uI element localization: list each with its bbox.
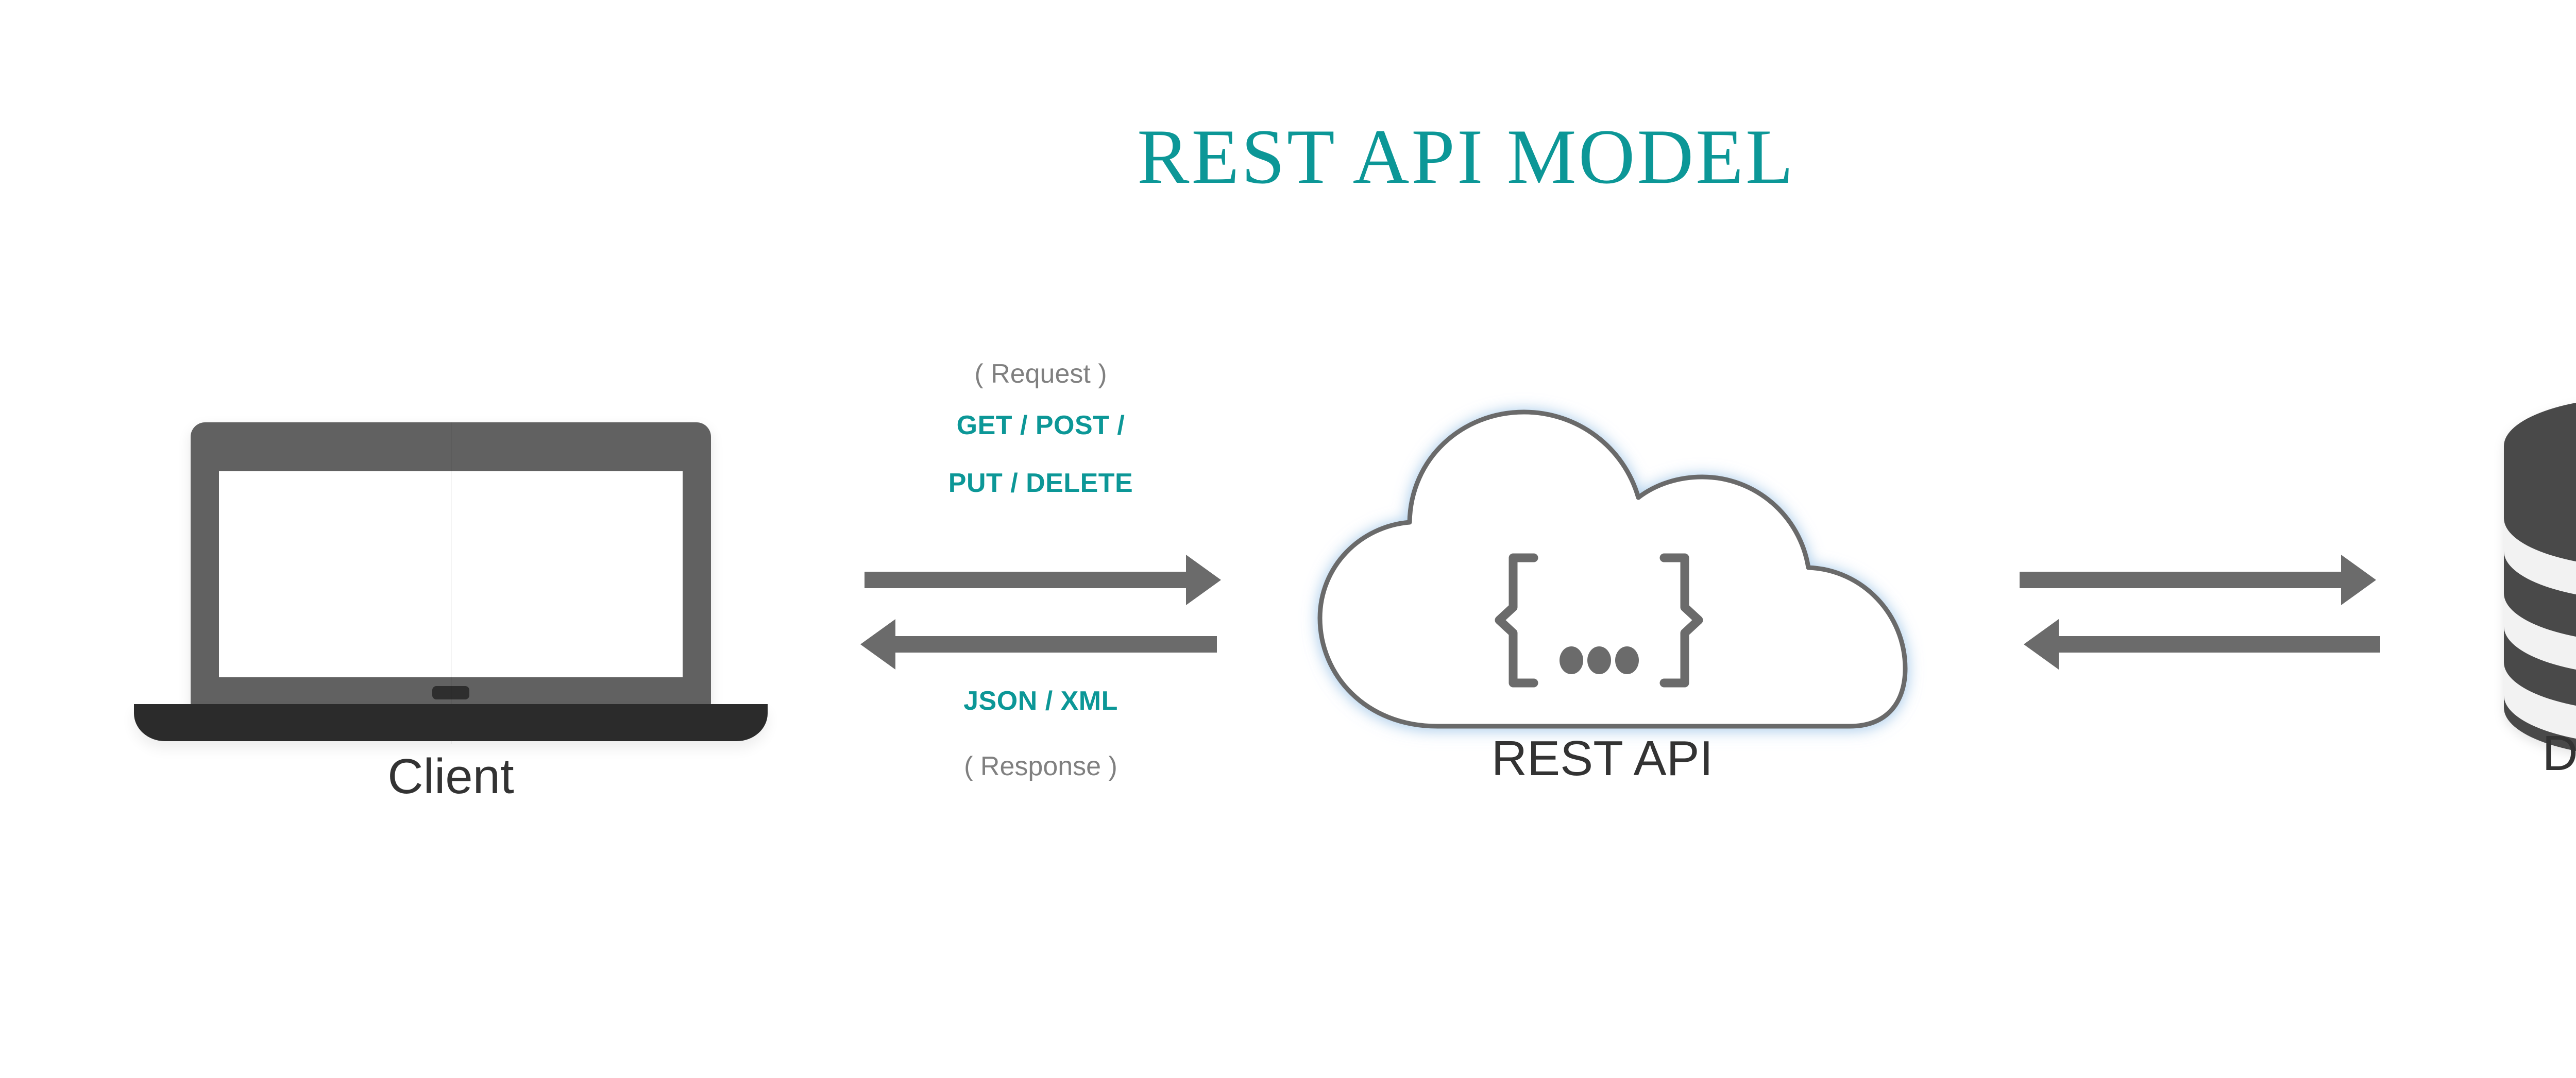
connection-api-database xyxy=(1999,543,2401,677)
laptop-seam-line xyxy=(451,422,452,744)
laptop-trackpad-notch xyxy=(432,686,469,699)
ellipsis-dots xyxy=(1560,646,1639,674)
node-client-label: Client xyxy=(387,749,514,804)
laptop-screen xyxy=(219,471,683,677)
node-database[interactable]: Database xyxy=(2483,397,2576,788)
arrow-pair-api-database xyxy=(2020,555,2380,670)
database-bands xyxy=(2504,518,2576,739)
connection-client-api: ( Request ) GET / POST / PUT / DELETE JS… xyxy=(840,361,1242,824)
curly-braces-glyph xyxy=(1495,553,1703,688)
response-paren-label: ( Response ) xyxy=(964,751,1117,781)
laptop-base xyxy=(134,704,768,741)
page-title: REST API MODEL xyxy=(1137,113,1795,200)
node-client[interactable]: Client xyxy=(134,412,768,801)
request-verbs-line-2: PUT / DELETE xyxy=(948,468,1133,498)
database-cylinder-icon xyxy=(2504,402,2576,751)
response-format-label: JSON / XML xyxy=(963,686,1118,716)
node-rest-api[interactable]: REST API xyxy=(1283,397,1942,788)
node-database-label: Database xyxy=(2542,726,2576,781)
arrow-request-forward xyxy=(860,555,1221,670)
request-verbs-line-1: GET / POST / xyxy=(956,410,1125,440)
arrow-api-to-database xyxy=(2020,555,2376,605)
arrow-database-to-api xyxy=(2024,619,2380,670)
request-paren-label: ( Request ) xyxy=(974,359,1107,389)
node-rest-api-label: REST API xyxy=(1491,731,1714,786)
cloud-icon xyxy=(1317,409,1908,729)
laptop-icon xyxy=(191,422,711,708)
